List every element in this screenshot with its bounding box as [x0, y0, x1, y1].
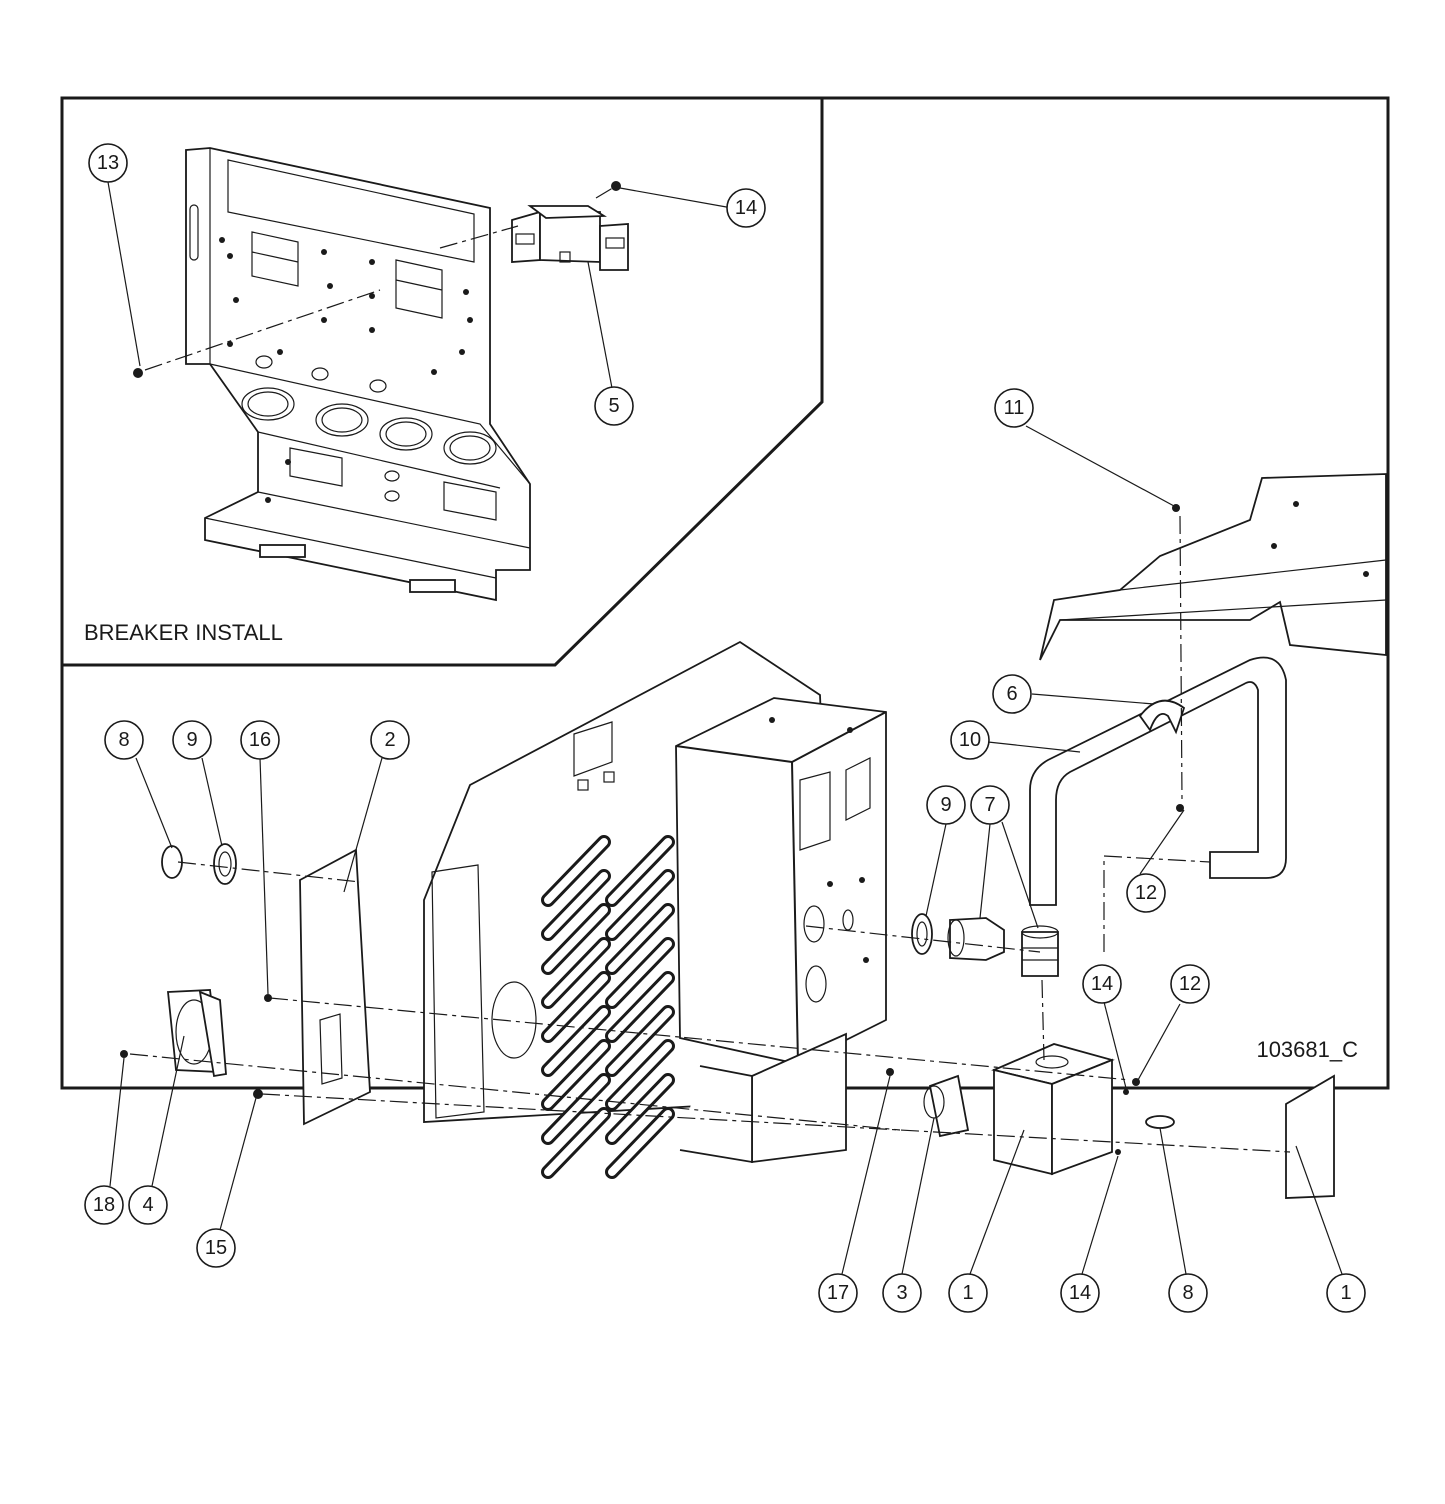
callout-circle: [726, 188, 766, 228]
callout-number: 8: [118, 729, 129, 751]
callout-number: 15: [205, 1237, 227, 1259]
callout-circle: [818, 1273, 858, 1313]
callout-circle: [994, 388, 1034, 428]
callout-number: 7: [984, 794, 995, 816]
switch: [923, 1074, 970, 1138]
leader-lines: [107, 181, 1343, 1275]
callout-number: 5: [608, 395, 619, 417]
callout-circle: [104, 720, 144, 760]
callout-circle: [970, 785, 1010, 825]
callout-number: 13: [97, 152, 119, 174]
callout-number: 3: [896, 1282, 907, 1304]
cooling-louvers: [541, 835, 675, 1179]
lock-nut-right: [1145, 1115, 1175, 1129]
sealing-washer: [213, 843, 237, 885]
drawing-number: 103681_C: [1256, 1037, 1358, 1062]
assembly-lines: [129, 515, 1291, 1153]
callout-number: 1: [1340, 1282, 1351, 1304]
callout-number: 12: [1179, 973, 1201, 995]
callout-circle: [948, 1273, 988, 1313]
callout-number: 8: [1182, 1282, 1193, 1304]
inset-caption: BREAKER INSTALL: [84, 620, 283, 645]
callout-number: 12: [1135, 882, 1157, 904]
callout-circle: [196, 1228, 236, 1268]
callout-number: 17: [827, 1282, 849, 1304]
callout-number: 9: [940, 794, 951, 816]
callout-circle: [240, 720, 280, 760]
callout-circle: [88, 143, 128, 183]
washer-right: [911, 913, 933, 955]
breaker-panel: [185, 147, 531, 602]
callout-circle: [992, 674, 1032, 714]
callout-circle: [370, 720, 410, 760]
circuit-breaker: [511, 205, 629, 271]
callout-circle: [1326, 1273, 1366, 1313]
panel-screw: [133, 368, 143, 378]
conduit-pipe: [1029, 656, 1287, 906]
cover-plate: [299, 848, 371, 1126]
callout-circle: [926, 785, 966, 825]
callout-number: 2: [384, 729, 395, 751]
callout-number: 14: [1069, 1282, 1091, 1304]
callout-number: 16: [249, 729, 271, 751]
junction-box: [991, 1043, 1115, 1176]
callout-circle: [1126, 873, 1166, 913]
callout-circle: [128, 1185, 168, 1225]
callout-number: 9: [186, 729, 197, 751]
pipe-clamp: [1138, 699, 1186, 735]
callout-number: 1: [962, 1282, 973, 1304]
callout-number: 10: [959, 729, 981, 751]
callout-number: 6: [1006, 683, 1017, 705]
callout-circle: [1082, 964, 1122, 1004]
control-box: [675, 697, 887, 1164]
callout-number: 14: [1091, 973, 1113, 995]
callout-circle: [1170, 964, 1210, 1004]
callout-number: 4: [142, 1194, 153, 1216]
callout-circle: [882, 1273, 922, 1313]
cord-grip: [947, 917, 1005, 961]
callout-circle: [594, 386, 634, 426]
inset-border: [62, 98, 824, 667]
callout-number: 18: [93, 1194, 115, 1216]
cord-grip-vertical: [1021, 925, 1059, 977]
callout-circle: [950, 720, 990, 760]
callout-balloons: 13 14 5 11 6 10 9 7 12 8 9 16 2 14 12 18 4 15 17 3 1 14 8 1: [84, 143, 1366, 1313]
callout-circle: [1060, 1273, 1100, 1313]
callout-number: 11: [1004, 397, 1025, 419]
callout-circle: [1168, 1273, 1208, 1313]
frame-rail: [1039, 473, 1387, 661]
callout-circle: [84, 1185, 124, 1225]
rear-cover: [1285, 1074, 1335, 1199]
callout-number: 14: [735, 197, 757, 219]
callout-circle: [172, 720, 212, 760]
